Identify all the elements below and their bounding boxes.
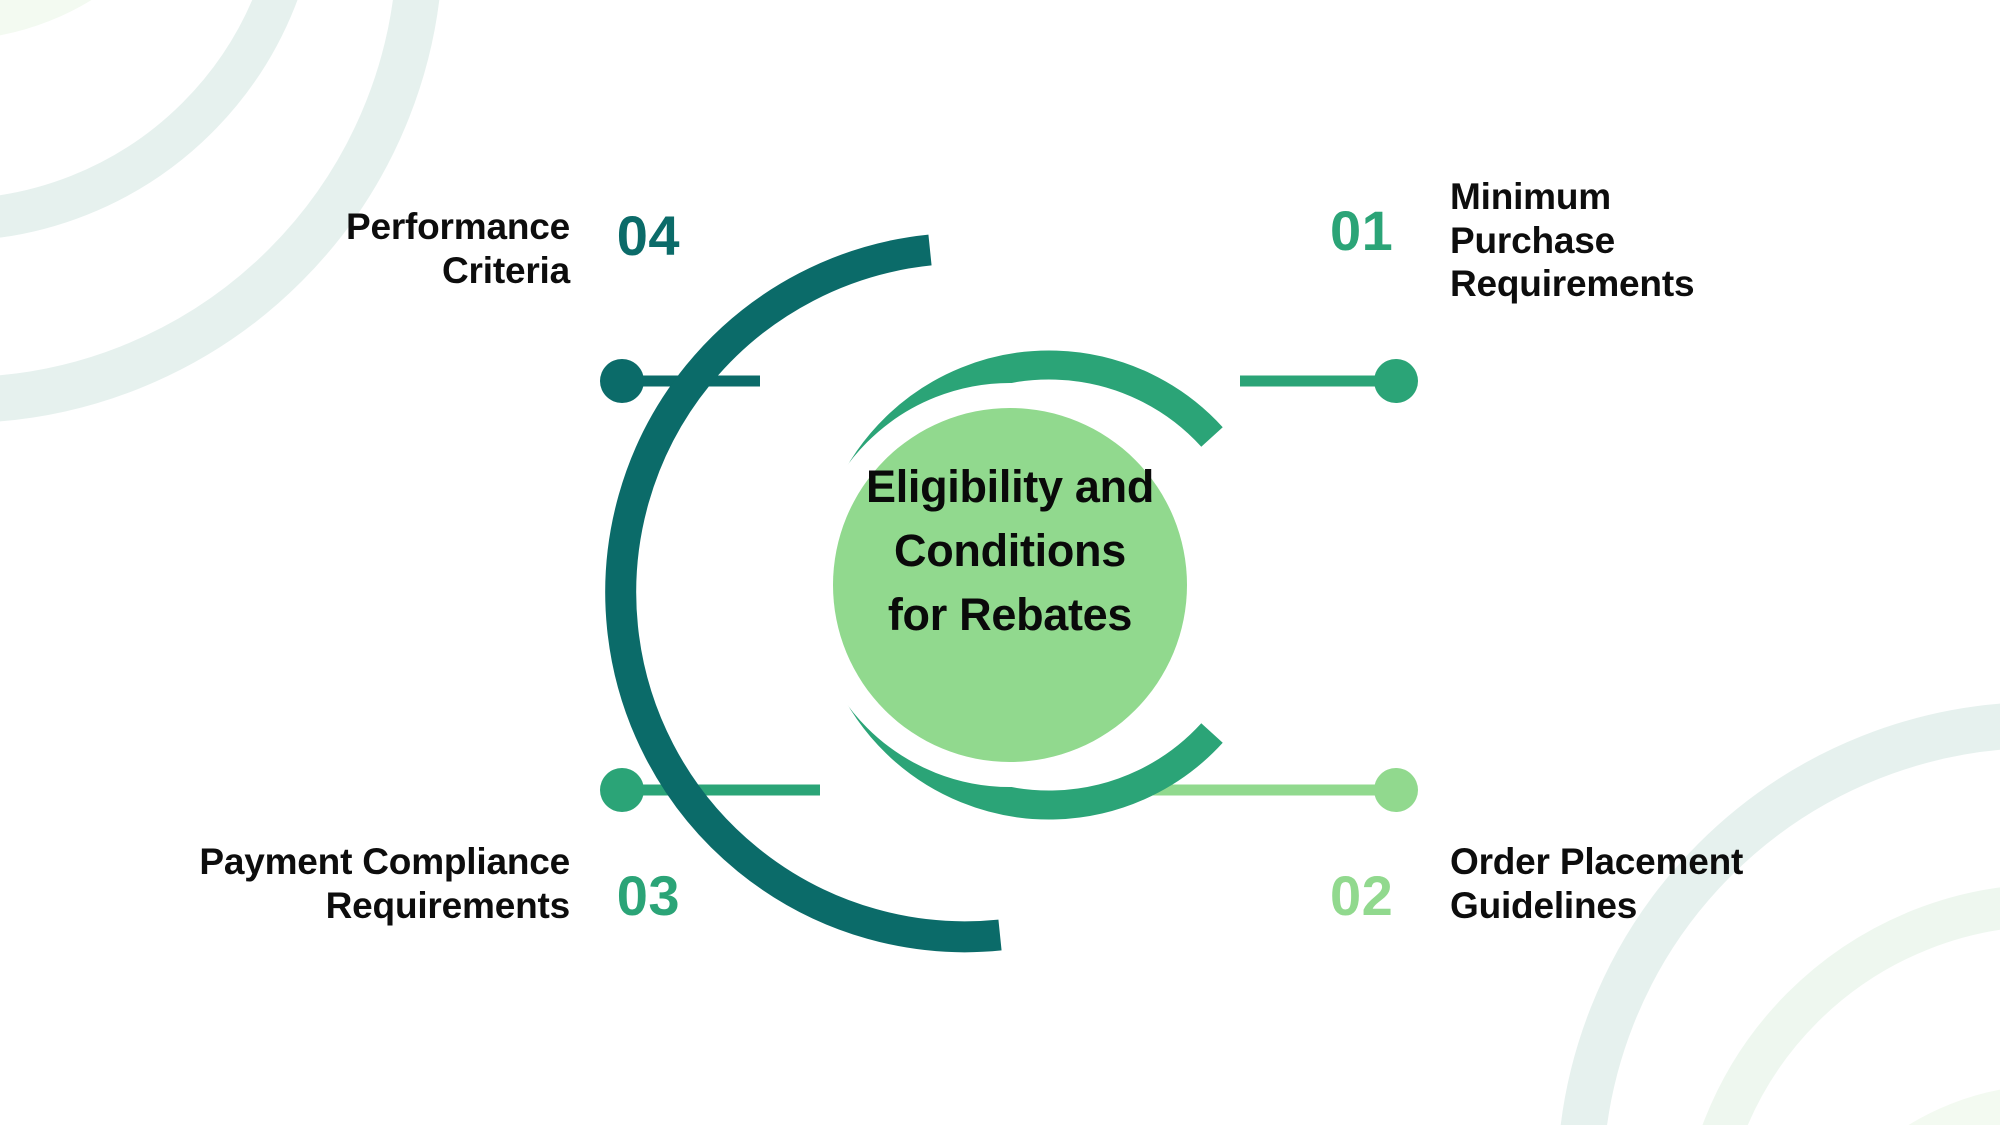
connector-dot-01[interactable] [1374, 359, 1418, 403]
decorative-arc-tl-inner [0, 0, 92, 36]
inner-halo [808, 383, 1212, 787]
node-03-number: 03 [616, 864, 680, 927]
node-01-label-line-3: Requirements [1450, 263, 1695, 305]
decorative-arc-br-outer [1560, 703, 2000, 1125]
node-02-number: 02 [1330, 864, 1394, 927]
node-01-label-line-1: Minimum [1450, 176, 1611, 217]
node-01[interactable]: 01 Minimum Purchase Requirements [1330, 175, 1880, 306]
decorative-arc-br-inner [1908, 1089, 2000, 1125]
outer-arc-dark-teal [605, 234, 1002, 953]
connector-dot-04[interactable] [600, 359, 644, 403]
decorative-arc-tl-outer [0, 0, 440, 422]
node-03[interactable]: 03 Payment Compliance Requirements [100, 840, 679, 927]
node-03-label: Payment Compliance Requirements [100, 840, 570, 927]
node-04-label: Performance Criteria [180, 205, 570, 292]
node-01-label: Minimum Purchase Requirements [1450, 175, 1880, 306]
center-circle [833, 408, 1187, 762]
node-02-label-line-1: Order Placement [1450, 841, 1744, 882]
center-title-line-1: Eligibility and [865, 461, 1155, 512]
decorative-arc-tl-middle [0, 0, 298, 238]
node-02-label-line-2: Guidelines [1450, 884, 1638, 926]
node-04[interactable]: 04 Performance Criteria [180, 205, 680, 292]
node-03-label-line-1: Payment Compliance [199, 841, 570, 882]
node-04-label-line-2: Criteria [442, 249, 570, 291]
decorative-arc-br-middle [1702, 887, 2000, 1125]
center-title: Eligibility and Conditions for Rebates [790, 455, 1230, 647]
corner-arcs-bottom-right [1560, 703, 2000, 1125]
center-title-line-2: Conditions [894, 524, 1126, 576]
node-02[interactable]: 02 Order Placement Guidelines [1330, 840, 1880, 927]
center-title-line-3: for Rebates [887, 588, 1133, 640]
node-03-label-line-2: Requirements [325, 884, 571, 926]
connector-dot-03[interactable] [600, 768, 644, 812]
connector-dots [600, 359, 1418, 812]
node-04-number: 04 [616, 204, 680, 267]
corner-arcs-top-left [0, 0, 440, 422]
connector-dot-02[interactable] [1374, 768, 1418, 812]
node-04-label-line-1: Performance [345, 206, 570, 247]
node-02-label: Order Placement Guidelines [1450, 840, 1880, 927]
node-01-number: 01 [1330, 199, 1394, 262]
node-01-label-line-2: Purchase [1450, 219, 1615, 261]
